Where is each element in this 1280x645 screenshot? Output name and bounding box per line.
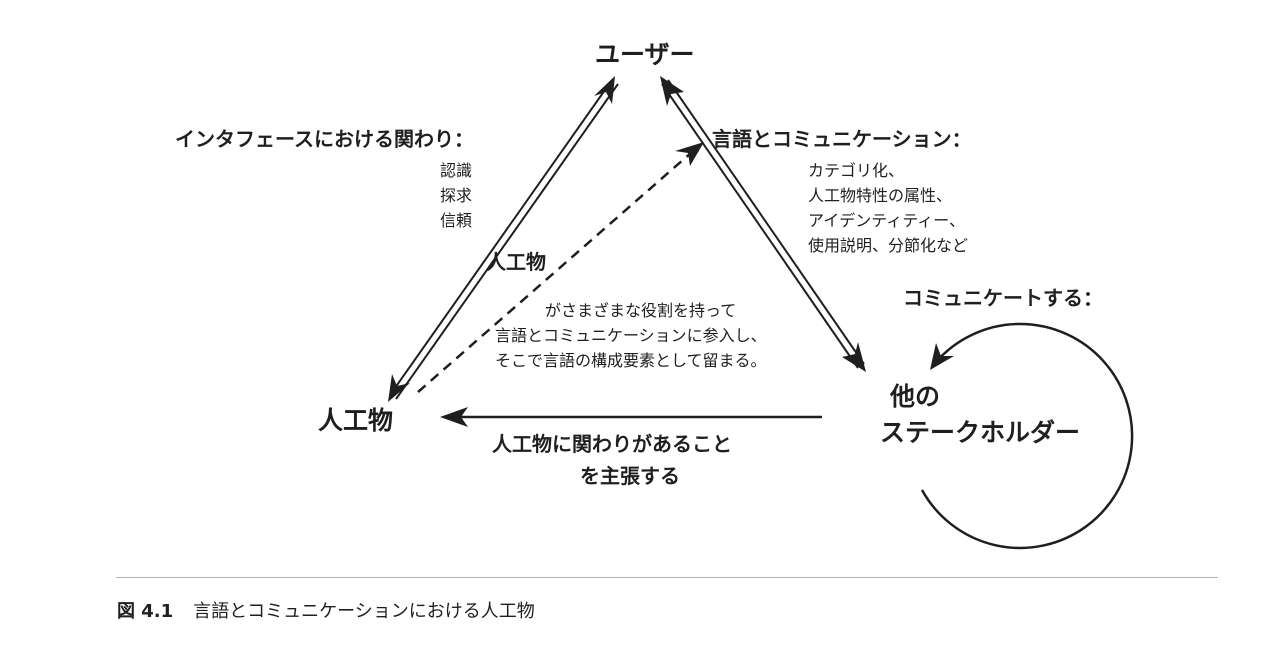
figure-caption: 図 4.1 言語とコミュニケーションにおける人工物 <box>117 597 535 623</box>
interface-arrowhead-artifact <box>388 374 410 402</box>
claim-line1: 人工物に関わりがあること <box>492 432 732 456</box>
communicate-loop-arrowhead <box>930 343 954 370</box>
language-item: 使用説明、分節化など <box>808 236 969 255</box>
node-stakeholder-line1: 他の <box>890 382 941 411</box>
artifact-role-heading: 人工物 <box>486 250 546 274</box>
interface-items: 認識 探求 信頼 <box>440 158 472 233</box>
figure-number: 図 4.1 <box>117 601 174 622</box>
communicate-heading: コミュニケートする： <box>903 286 1103 310</box>
artifact-role-arrow <box>417 142 704 393</box>
interface-arrow <box>388 76 619 402</box>
artifact-role-line: 言語とコミュニケーションに参入し、 <box>495 326 767 345</box>
language-arrow <box>660 76 866 372</box>
figure-caption-text: 言語とコミュニケーションにおける人工物 <box>193 601 535 622</box>
language-item: カテゴリ化、 <box>808 161 905 180</box>
artifact-role-arrowhead <box>675 142 704 166</box>
interface-item: 探求 <box>440 186 473 205</box>
language-item: アイデンティティー、 <box>808 211 966 230</box>
language-arrowhead-user <box>660 76 684 106</box>
node-stakeholder-line2: ステークホルダー <box>880 418 1081 447</box>
claim-arrow <box>440 407 822 427</box>
language-arrowhead-stakeholder <box>842 342 866 372</box>
claim-arrowhead <box>440 407 468 427</box>
interface-heading: インタフェースにおける関わり： <box>175 127 474 151</box>
interface-arrowhead-user <box>594 76 615 104</box>
artifact-role-line: がさまざまな役割を持って <box>545 301 737 320</box>
language-heading: 言語とコミュニケーション： <box>712 127 972 151</box>
node-user: ユーザー <box>595 40 695 69</box>
communicate-loop <box>920 322 1134 550</box>
claim-line2: を主張する <box>580 464 680 488</box>
caption-divider <box>116 577 1218 578</box>
interface-item: 信頼 <box>440 211 473 230</box>
interface-item: 認識 <box>440 161 473 180</box>
artifact-role-lines: がさまざまな役割を持って 言語とコミュニケーションに参入し、 そこで言語の構成要… <box>495 298 767 373</box>
node-artifact: 人工物 <box>318 406 394 435</box>
language-items: カテゴリ化、 人工物特性の属性、 アイデンティティー、 使用説明、分節化など <box>808 158 968 258</box>
language-item: 人工物特性の属性、 <box>808 186 953 205</box>
artifact-role-line: そこで言語の構成要素として留まる。 <box>495 351 767 370</box>
